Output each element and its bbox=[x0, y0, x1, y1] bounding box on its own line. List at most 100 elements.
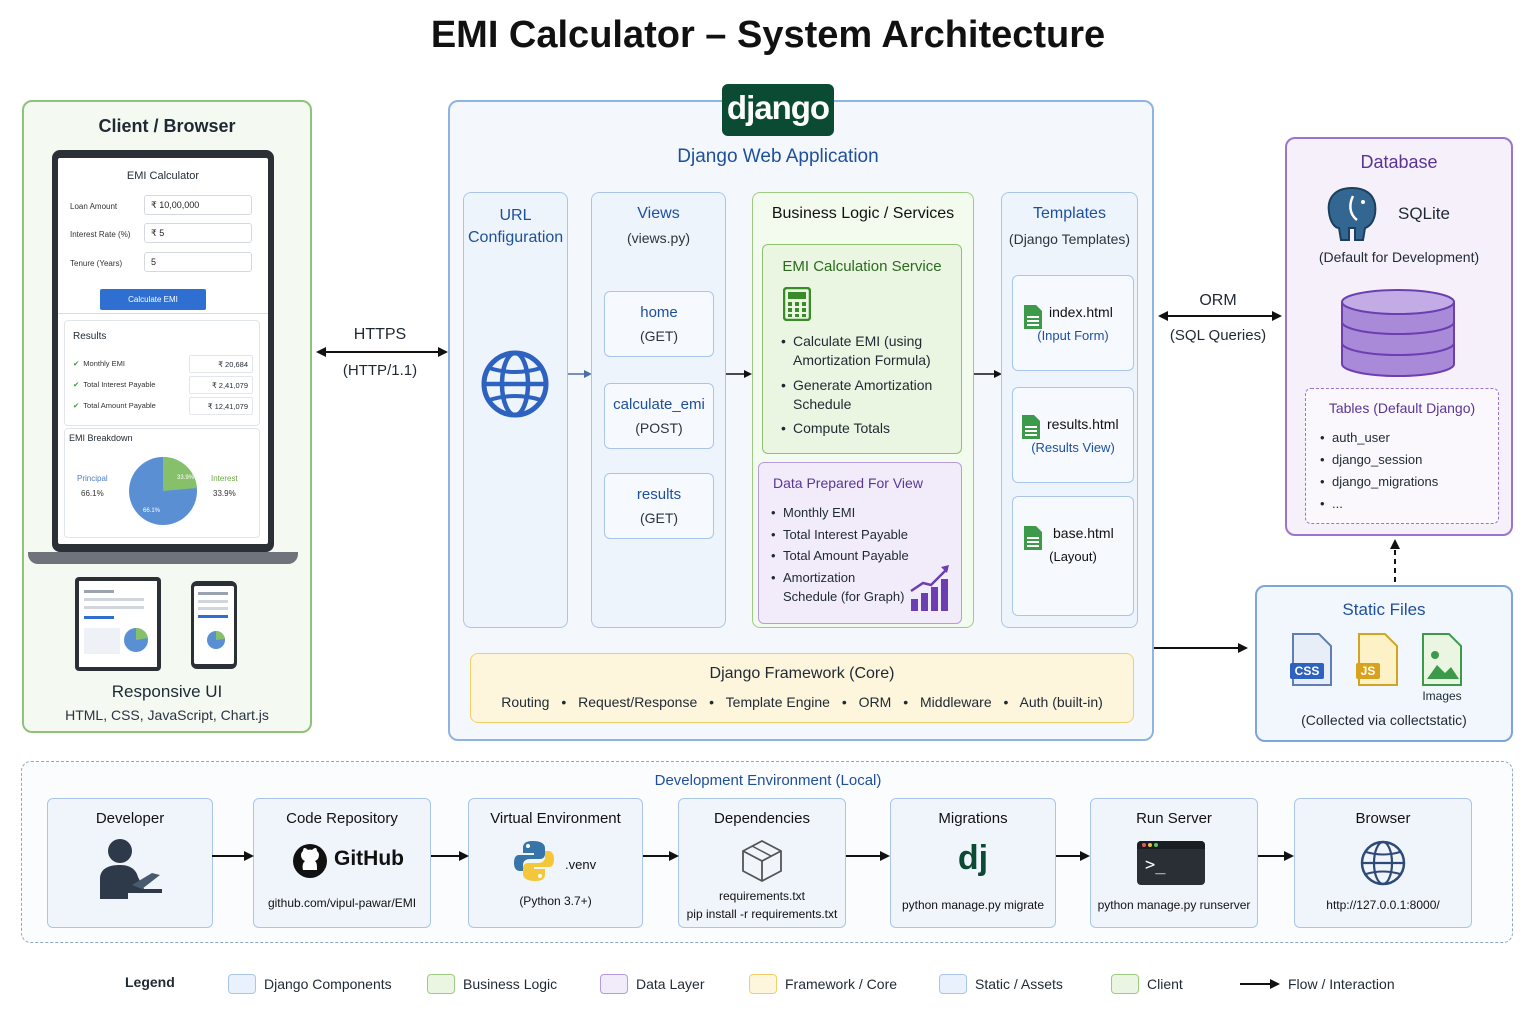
flow-arrow bbox=[643, 851, 679, 861]
loan-amount-input[interactable]: ₹ 10,00,000 bbox=[144, 195, 252, 215]
step-run-server: Run Server >_ python manage.py runserver bbox=[1090, 798, 1258, 928]
framework-title: Django Framework (Core) bbox=[709, 665, 895, 682]
result-row-monthly-emi: ✔Monthly EMI bbox=[73, 359, 125, 368]
interest-rate-label: Interest Rate (%) bbox=[70, 230, 131, 239]
emi-pie-chart: 33.9% 66.1% bbox=[129, 456, 197, 525]
template-name: results.html bbox=[1047, 416, 1119, 432]
view-home: home (GET) bbox=[604, 291, 714, 357]
growth-chart-icon bbox=[910, 565, 949, 611]
results-card: Results ✔Monthly EMI ₹ 20,684 ✔Total Int… bbox=[64, 320, 260, 426]
legend-swatch-business bbox=[427, 974, 455, 994]
database-engine: SQLite bbox=[1398, 204, 1450, 223]
view-method: (GET) bbox=[639, 328, 679, 344]
images-label: Images bbox=[1422, 689, 1462, 703]
django-dj-logo: dj bbox=[957, 839, 989, 877]
loan-amount-label: Loan Amount bbox=[70, 202, 118, 211]
table-item: •django_migrations bbox=[1320, 474, 1439, 489]
step-title: Browser bbox=[1355, 810, 1411, 827]
legend-label: Business Logic bbox=[463, 976, 558, 992]
views-column: Views (views.py) home (GET) calculate_em… bbox=[591, 192, 726, 628]
result-label: Total Amount Payable bbox=[83, 401, 156, 410]
template-name: index.html bbox=[1049, 304, 1113, 320]
dev-env-title: Development Environment (Local) bbox=[654, 772, 882, 789]
emi-app-mockup: EMI Calculator Loan Amount ₹ 10,00,000 I… bbox=[58, 158, 268, 544]
step-title: Run Server bbox=[1136, 810, 1212, 827]
step-browser: Browser http://127.0.0.1:8000/ bbox=[1294, 798, 1472, 928]
tenure-label: Tenure (Years) bbox=[70, 259, 123, 268]
check-icon: ✔ bbox=[73, 380, 80, 389]
template-sub: (Layout) bbox=[1049, 549, 1097, 564]
interest-rate-input[interactable]: ₹ 5 bbox=[144, 223, 252, 243]
url-configuration-column: URL Configuration bbox=[463, 192, 568, 628]
emi-service-title: EMI Calculation Service bbox=[782, 258, 942, 275]
template-name: base.html bbox=[1053, 525, 1114, 541]
legend-swatch-data bbox=[600, 974, 628, 994]
framework-item: Routing bbox=[501, 694, 550, 710]
flow-arrow bbox=[1258, 851, 1294, 861]
tables-title: Tables (Default Django) bbox=[1328, 400, 1476, 416]
framework-items: Routing • Request/Response • Template En… bbox=[501, 694, 1103, 710]
step-sub: python manage.py migrate bbox=[901, 898, 1045, 912]
calculate-emi-button[interactable]: Calculate EMI bbox=[100, 289, 206, 310]
interest-label: Interest bbox=[211, 474, 238, 483]
file-icon bbox=[1022, 415, 1040, 439]
terminal-prompt: >_ bbox=[1145, 855, 1166, 875]
file-icon bbox=[1024, 305, 1042, 329]
view-results: results (GET) bbox=[604, 473, 714, 539]
legend-title: Legend bbox=[125, 974, 175, 990]
prep-title: Data Prepared For View bbox=[773, 475, 923, 491]
service-item: •Generate Amortization Schedule bbox=[781, 377, 933, 412]
check-icon: ✔ bbox=[73, 401, 80, 410]
github-logo-text: GitHub bbox=[334, 847, 404, 870]
templates-sub: (Django Templates) bbox=[1008, 231, 1131, 247]
database-title: Database bbox=[1360, 152, 1438, 172]
template-results: results.html (Results View) bbox=[1012, 387, 1134, 483]
step-title: Dependencies bbox=[714, 810, 810, 827]
flow-arrow bbox=[212, 851, 254, 861]
page-title: EMI Calculator – System Architecture bbox=[430, 14, 1106, 56]
flow-arrow bbox=[1056, 851, 1090, 861]
static-to-database-arrow bbox=[1390, 539, 1400, 586]
step-code-repository: Code Repository GitHub github.com/vipul-… bbox=[253, 798, 431, 928]
development-environment-panel: Development Environment (Local) Develope… bbox=[21, 761, 1513, 943]
framework-item: Auth (built-in) bbox=[1019, 694, 1103, 710]
python-icon bbox=[514, 841, 554, 881]
arrow-url-to-views bbox=[568, 370, 592, 378]
globe-icon bbox=[1360, 840, 1406, 886]
prep-item: •Total Interest Payable bbox=[771, 527, 909, 542]
developer-icon bbox=[100, 839, 162, 899]
image-file-icon bbox=[1422, 633, 1462, 686]
legend-label: Static / Assets bbox=[975, 976, 1063, 992]
step-migrations: Migrations dj python manage.py migrate bbox=[890, 798, 1056, 928]
step-sub: requirements.txt bbox=[718, 889, 806, 903]
framework-item: Request/Response bbox=[578, 694, 698, 710]
file-icon bbox=[1024, 526, 1042, 550]
pie-principal-text: 66.1% bbox=[143, 508, 161, 514]
emi-breakdown-card: EMI Breakdown Principal 66.1% Interest 3… bbox=[64, 428, 260, 538]
tablet-device-icon bbox=[75, 577, 161, 671]
terminal-icon: >_ bbox=[1137, 841, 1205, 885]
https-arrow bbox=[316, 347, 448, 357]
step-sub: github.com/vipul-pawar/EMI bbox=[267, 896, 417, 910]
database-engine-sub: (Default for Development) bbox=[1318, 249, 1480, 265]
view-calculate-emi: calculate_emi (POST) bbox=[604, 383, 714, 449]
views-title: Views bbox=[637, 205, 680, 222]
phone-device-icon bbox=[191, 581, 237, 669]
service-item: •Calculate EMI (using Amortization Formu… bbox=[781, 333, 931, 368]
tenure-input[interactable]: 5 bbox=[144, 252, 252, 272]
github-icon bbox=[293, 844, 327, 878]
principal-label: Principal bbox=[77, 474, 108, 483]
step-title: Developer bbox=[95, 810, 165, 827]
django-app-title: Django Web Application bbox=[677, 146, 879, 167]
prep-item: •Amortization Schedule (for Graph) bbox=[771, 570, 905, 604]
table-item: •django_session bbox=[1320, 452, 1423, 467]
result-value: ₹ 12,41,079 bbox=[189, 397, 253, 415]
svg-text:JS: JS bbox=[1361, 664, 1376, 678]
client-browser-panel: Client / Browser EMI Calculator Loan Amo… bbox=[22, 100, 312, 733]
result-label: Monthly EMI bbox=[83, 359, 125, 368]
template-sub: (Input Form) bbox=[1037, 328, 1109, 343]
prep-item: •Monthly EMI bbox=[771, 505, 856, 520]
app-heading: EMI Calculator bbox=[126, 170, 200, 182]
legend-flow-arrow-icon bbox=[1240, 979, 1280, 989]
template-sub: (Results View) bbox=[1031, 440, 1115, 455]
